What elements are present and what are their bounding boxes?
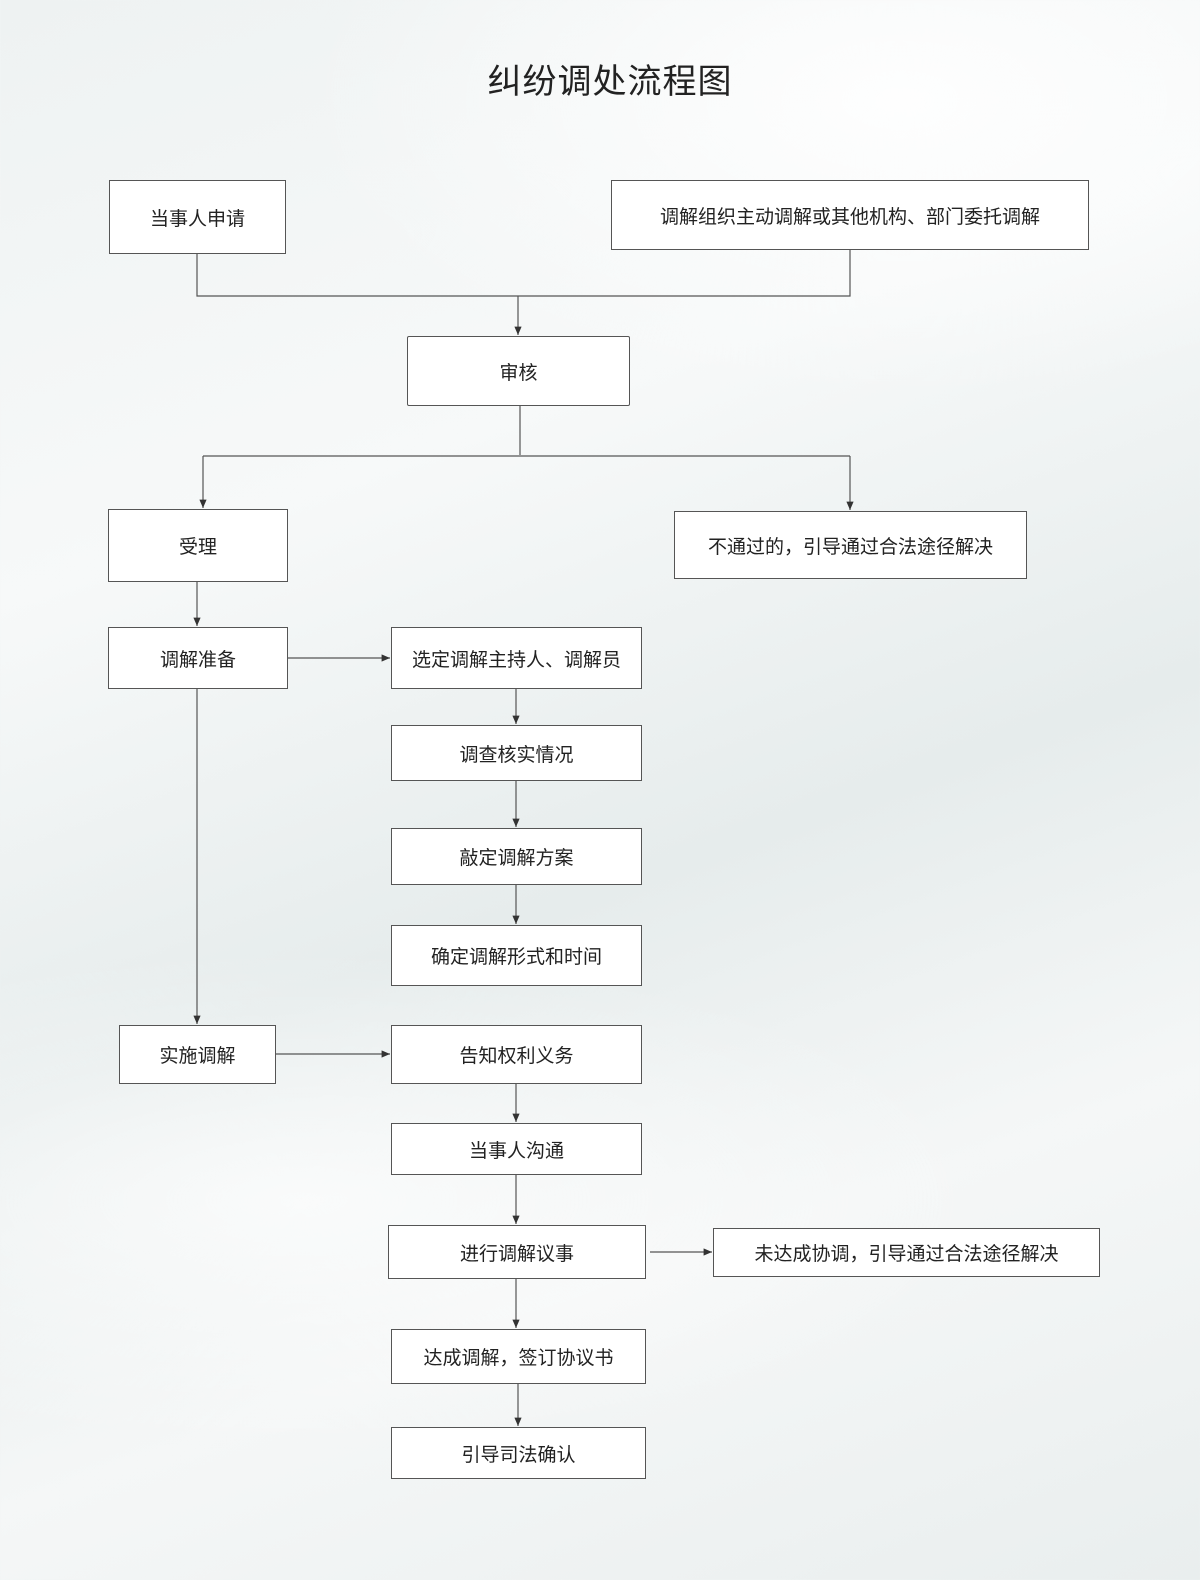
- node-agreement: 达成调解，签订协议书: [391, 1329, 646, 1384]
- node-communicate: 当事人沟通: [391, 1123, 642, 1175]
- node-organization: 调解组织主动调解或其他机构、部门委托调解: [611, 180, 1089, 250]
- node-inform-rights: 告知权利义务: [391, 1025, 642, 1084]
- node-applicant: 当事人申请: [109, 180, 286, 254]
- page-title: 纠纷调处流程图: [487, 62, 733, 102]
- node-select-mediator: 选定调解主持人、调解员: [391, 627, 642, 689]
- node-fail: 未达成协调，引导通过合法途径解决: [713, 1228, 1100, 1277]
- connector-applicant-merge: [196, 249, 851, 297]
- node-implement: 实施调解: [119, 1025, 276, 1084]
- node-judicial-confirm: 引导司法确认: [391, 1427, 646, 1479]
- node-plan: 敲定调解方案: [391, 828, 642, 885]
- node-review: 审核: [407, 336, 630, 406]
- node-reject: 不通过的，引导通过合法途径解决: [674, 511, 1027, 579]
- node-investigate: 调查核实情况: [391, 725, 642, 781]
- node-form-time: 确定调解形式和时间: [391, 925, 642, 986]
- node-negotiate: 进行调解议事: [388, 1225, 646, 1279]
- node-prepare: 调解准备: [108, 627, 288, 689]
- node-accept: 受理: [108, 509, 288, 582]
